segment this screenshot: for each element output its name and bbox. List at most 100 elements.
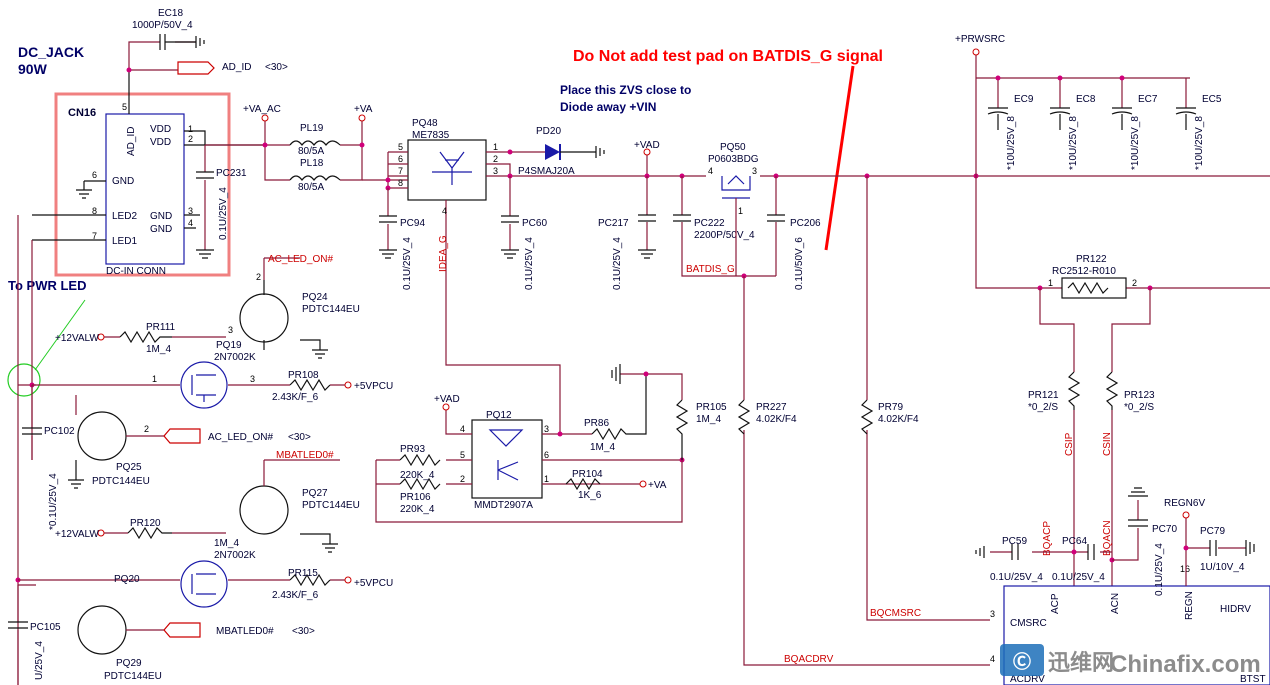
ac-led-port xyxy=(163,428,201,444)
pwr-led-highlight xyxy=(7,363,41,397)
svg-text:1: 1 xyxy=(1048,278,1053,288)
pd20-ref: PD20 xyxy=(536,126,561,137)
svg-text:5: 5 xyxy=(460,450,465,460)
ec5-val: *10U/25V_8 xyxy=(1194,116,1205,170)
pr121-ref: PR121 xyxy=(1028,390,1059,401)
pc70-ref: PC70 xyxy=(1152,524,1177,535)
svg-text:3: 3 xyxy=(188,206,193,216)
pc105-val: U/25V_4 xyxy=(34,641,45,680)
svg-text:2: 2 xyxy=(493,154,498,164)
pl19-val: 80/5A xyxy=(298,146,324,157)
ac-led-ref: <30> xyxy=(288,432,311,443)
va-net: +VA xyxy=(354,104,373,115)
ec7-val: *10U/25V_8 xyxy=(1130,116,1141,170)
pq27-ref: PQ27 xyxy=(302,488,328,499)
connector-highlight-box xyxy=(54,92,231,277)
ic-acdrv: ACDRV xyxy=(1010,674,1045,685)
bqcmsrc-net: BQCMSRC xyxy=(870,608,921,619)
csip-net: CSIP xyxy=(1064,432,1075,456)
pq20-body xyxy=(180,560,228,608)
va-ac-net: +VA_AC xyxy=(243,104,281,115)
pq29-body xyxy=(77,605,127,655)
ec-caps xyxy=(987,78,1197,130)
watermark: Ⓒ 迅维网 Chinafix.com xyxy=(1000,644,1261,678)
pq12-ref: PQ12 xyxy=(486,410,512,421)
svg-text:8: 8 xyxy=(398,178,403,188)
bqacdrv-net: BQACDRV xyxy=(784,654,834,665)
pq25-body xyxy=(77,411,127,461)
pq24-body xyxy=(239,293,289,343)
ec9-val: *10U/25V_8 xyxy=(1006,116,1017,170)
ad-id-ref: <30> xyxy=(265,62,288,73)
pc60-ref: PC60 xyxy=(522,218,547,229)
schematic-subtitle: 90W xyxy=(18,61,48,77)
pc64-val: 0.1U/25V_4 xyxy=(1052,572,1105,583)
pc231-ref: PC231 xyxy=(216,168,247,179)
pin-gnd2: GND xyxy=(150,211,172,222)
pl18-val: 80/5A xyxy=(298,182,324,193)
mbatled-port xyxy=(163,622,201,638)
pr106-ref: PR106 xyxy=(400,492,431,503)
pr111-val: 1M_4 xyxy=(146,344,171,355)
pin-gnd: GND xyxy=(112,176,134,187)
pc59-val: 0.1U/25V_4 xyxy=(990,572,1043,583)
pc79-ref: PC79 xyxy=(1200,526,1225,537)
pl19-ref: PL19 xyxy=(300,123,324,134)
5vpcu-net-2: +5VPCU xyxy=(354,578,393,589)
pr108-ref: PR108 xyxy=(288,370,319,381)
svg-text:3: 3 xyxy=(752,166,757,176)
ac-led-on-net: AC_LED_ON# xyxy=(268,254,333,265)
pc60-val: 0.1U/25V_4 xyxy=(524,237,535,290)
bqacn-net: BQACN xyxy=(1102,520,1113,556)
svg-text:2: 2 xyxy=(460,474,465,484)
pc64-ref: PC64 xyxy=(1062,536,1087,547)
ic-hidrv: HIDRV xyxy=(1220,604,1251,615)
pr105-val: 1M_4 xyxy=(696,414,721,425)
pc206-ref: PC206 xyxy=(790,218,821,229)
mbatled-net-2: MBATLED0# xyxy=(216,626,274,637)
vad-net: +VAD xyxy=(634,140,660,151)
svg-text:8: 8 xyxy=(92,206,97,216)
svg-text:3: 3 xyxy=(250,374,255,384)
pr86-val: 1M_4 xyxy=(590,442,615,453)
pr93-ref: PR93 xyxy=(400,444,425,455)
pr227-ref: PR227 xyxy=(756,402,787,413)
pc102-val: *0.1U/25V_4 xyxy=(48,473,59,530)
pr123-ref: PR123 xyxy=(1124,390,1155,401)
pq19-val: 2N7002K xyxy=(214,352,256,363)
svg-text:1: 1 xyxy=(493,142,498,152)
bqacp-net: BQACP xyxy=(1042,521,1053,556)
pq20-val: 2N7002K xyxy=(214,550,256,561)
svg-text:7: 7 xyxy=(398,166,403,176)
pr122-ref: PR122 xyxy=(1076,254,1107,265)
12valw-net-1: +12VALW xyxy=(55,333,99,344)
charger-ic-body xyxy=(1003,585,1270,685)
va-net-2: +VA xyxy=(648,480,667,491)
pwr-led-pointer xyxy=(34,299,86,371)
pr79-val: 4.02K/F4 xyxy=(878,414,919,425)
pc206-val: 0.1U/50V_6 xyxy=(794,237,805,290)
pr108-val: 2.43K/F_6 xyxy=(272,392,319,403)
ec5-ref: EC5 xyxy=(1202,94,1222,105)
ad-id-port xyxy=(177,61,215,75)
warning-arrow xyxy=(824,65,855,251)
pc79-val: 1U/10V_4 xyxy=(1200,562,1245,573)
pc217-val: 0.1U/25V_4 xyxy=(612,237,623,290)
pin-led2: LED2 xyxy=(112,211,137,222)
pr93-val: 220K_4 xyxy=(400,470,435,481)
pr120-val: 1M_4 xyxy=(214,538,239,549)
ad-id-net: AD_ID xyxy=(222,62,251,73)
svg-text:3: 3 xyxy=(493,166,498,176)
pq29-ref: PQ29 xyxy=(116,658,142,669)
svg-text:3: 3 xyxy=(544,424,549,434)
pc70-val: 0.1U/25V_4 xyxy=(1154,543,1165,596)
svg-text:2: 2 xyxy=(256,272,261,282)
pq25-val: PDTC144EU xyxy=(92,476,150,487)
svg-text:3: 3 xyxy=(990,609,995,619)
schematic-title: DC_JACK xyxy=(18,44,84,60)
pin-vdd1: VDD xyxy=(150,124,171,135)
svg-text:2: 2 xyxy=(144,424,149,434)
12valw-net-2: +12VALW xyxy=(55,529,99,540)
pr121-val: *0_2/S xyxy=(1028,402,1058,413)
pr120-ref: PR120 xyxy=(130,518,161,529)
